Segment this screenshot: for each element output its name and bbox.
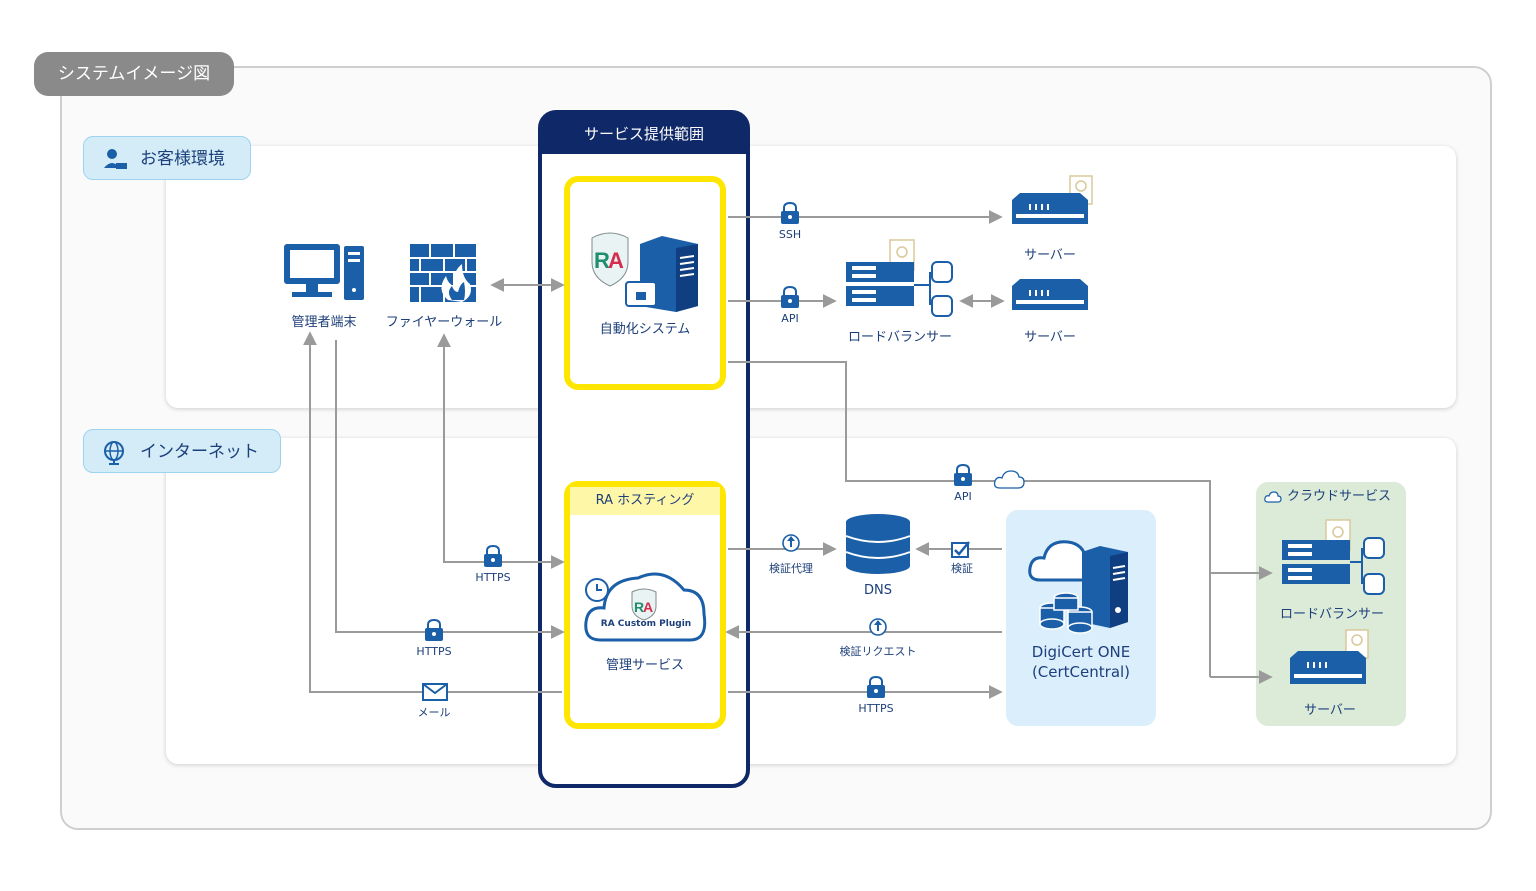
https-fw-line xyxy=(437,333,565,569)
lock-icon-api xyxy=(781,285,799,308)
user-icon xyxy=(104,149,127,169)
label-api-cloud: API xyxy=(954,490,972,503)
load-balancer-icon xyxy=(846,239,953,317)
lock-icon-api-cloud xyxy=(954,463,972,486)
lock-icon-ssh xyxy=(781,201,799,224)
cloud-server-icon xyxy=(1290,629,1369,684)
mail-line xyxy=(303,331,562,693)
label-digicert-line1: DigiCert ONE xyxy=(1031,643,1131,661)
service-scope-title: サービス提供範囲 xyxy=(542,114,746,154)
svg-text:A: A xyxy=(643,599,653,615)
verify-request-icon xyxy=(869,618,887,636)
ra-logo-icon: R A xyxy=(591,232,629,287)
server-icon-lb xyxy=(1012,279,1088,310)
firewall-icon xyxy=(410,244,476,302)
globe-icon xyxy=(104,441,124,465)
label-digicert-line2: (CertCentral) xyxy=(1031,663,1131,681)
cloud-icon-api xyxy=(993,470,1025,489)
mail-icon xyxy=(422,683,448,701)
label-server-lb: サーバー xyxy=(1024,330,1076,345)
ra-hosting-title: RA ホスティング xyxy=(570,487,720,515)
label-api-lb: API xyxy=(781,312,799,325)
https-admin-line xyxy=(335,340,565,639)
cloud-load-balancer-icon xyxy=(1282,519,1385,595)
ra-plugin-cloud-icon: R A xyxy=(584,572,707,642)
label-https-admin: HTTPS xyxy=(416,645,452,658)
label-automation-system: 自動化システム xyxy=(599,322,691,337)
svg-text:R: R xyxy=(634,599,644,615)
label-load-balancer: ロードバランサー xyxy=(847,330,952,345)
label-management-service: 管理サービス xyxy=(605,658,684,673)
server-tower-icon xyxy=(625,236,698,312)
checkbox-icon xyxy=(951,541,970,558)
internet-band xyxy=(166,438,1456,764)
label-cloud-server: サーバー xyxy=(1304,703,1356,718)
lock-icon-https-admin xyxy=(425,618,443,641)
cloud-icon xyxy=(1264,491,1282,503)
label-ra-plugin: RA Custom Plugin xyxy=(600,619,692,629)
verify-proxy-icon xyxy=(782,534,800,552)
diagram-title: システムイメージ図 xyxy=(34,52,234,96)
label-dns: DNS xyxy=(864,583,892,598)
lock-icon-https-digicert xyxy=(867,675,885,698)
cloud-service-title: クラウドサービス xyxy=(1256,486,1406,508)
label-https-fw: HTTPS xyxy=(475,571,511,584)
label-cloud-load-balancer: ロードバランサー xyxy=(1279,607,1384,622)
digicert-cloud-server-icon xyxy=(1028,540,1128,634)
label-ssh: SSH xyxy=(778,228,802,241)
label-firewall: ファイヤーウォール xyxy=(385,315,503,330)
server-icon-ssh xyxy=(1012,175,1093,224)
label-admin-terminal: 管理者端末 xyxy=(291,315,357,330)
database-icon xyxy=(845,514,911,574)
zone-label-customer: お客様環境 xyxy=(83,136,251,180)
label-https-digicert: HTTPS xyxy=(858,702,894,715)
label-mail: メール xyxy=(417,706,451,719)
svg-text:R: R xyxy=(594,248,610,273)
label-server-ssh: サーバー xyxy=(1024,248,1076,263)
customer-environment-band xyxy=(166,146,1456,408)
label-verify: 検証 xyxy=(951,562,973,575)
svg-text:A: A xyxy=(608,248,624,273)
label-verify-proxy: 検証代理 xyxy=(769,562,813,575)
lock-icons xyxy=(425,201,972,698)
zone-label-internet: インターネット xyxy=(83,429,281,473)
lock-icon-https-fw xyxy=(484,544,502,567)
computer-icon xyxy=(284,244,364,300)
label-verify-request: 検証リクエスト xyxy=(839,645,917,658)
api-cloud-line xyxy=(728,361,1273,580)
